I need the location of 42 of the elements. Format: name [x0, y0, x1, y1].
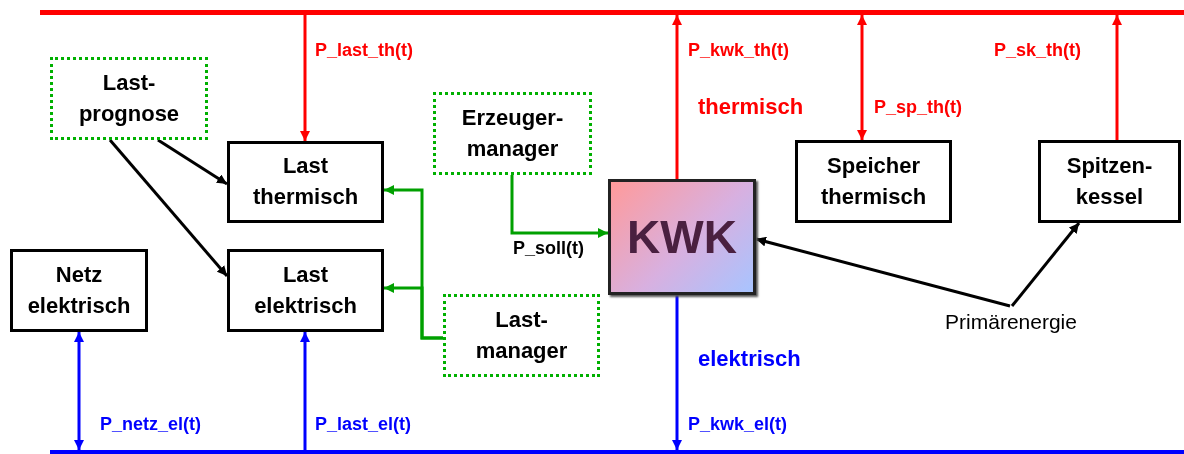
arrow	[384, 283, 443, 340]
node-label: Spitzen-kessel	[1065, 151, 1154, 211]
arrow	[74, 332, 84, 450]
section-label: thermisch	[698, 94, 804, 120]
node-label: Primärenergie	[944, 309, 1078, 336]
edge-label: P_sp_th(t)	[872, 97, 964, 118]
arrow	[672, 15, 682, 179]
arrow	[510, 175, 608, 238]
node-label: Netz elektrisch	[26, 260, 132, 320]
dotted-box	[443, 294, 600, 377]
edge-label: P_netz_el(t)	[98, 414, 204, 435]
dotted-box	[50, 57, 208, 140]
edge-label: P_kwk_th(t)	[686, 40, 792, 61]
arrow	[157, 138, 228, 186]
process-box	[10, 249, 148, 332]
arrow	[108, 139, 229, 277]
edge-label: P_kwk_el(t)	[686, 414, 790, 435]
section-label: elektrisch	[698, 346, 801, 372]
dotted-box	[433, 92, 592, 175]
node-label: Speicher thermisch	[819, 151, 928, 211]
edge-label: P_sk_th(t)	[992, 40, 1084, 61]
node-label: Last thermisch	[251, 152, 360, 211]
node-label: Last elektrisch	[253, 260, 358, 320]
process-box	[227, 141, 384, 223]
arrow	[300, 332, 310, 450]
arrow	[300, 15, 310, 141]
edge-label: P_last_el(t)	[313, 414, 414, 435]
process-box	[795, 140, 952, 223]
node-label: Last-prognose	[77, 68, 181, 128]
edge-label: P_last_th(t)	[313, 40, 415, 61]
edge-label: P_soll(t)	[511, 238, 586, 259]
arrow	[672, 295, 682, 450]
process-box	[1038, 140, 1181, 223]
chp-unit-box	[608, 179, 756, 295]
arrow	[1010, 222, 1081, 307]
arrow	[857, 15, 867, 140]
arrow	[755, 236, 1011, 308]
unit-label: KWK	[626, 209, 738, 265]
arrow	[1112, 15, 1122, 140]
node-label: Erzeuger-manager	[460, 103, 565, 163]
process-box	[227, 249, 384, 332]
node-label: Last-manager	[474, 305, 569, 365]
